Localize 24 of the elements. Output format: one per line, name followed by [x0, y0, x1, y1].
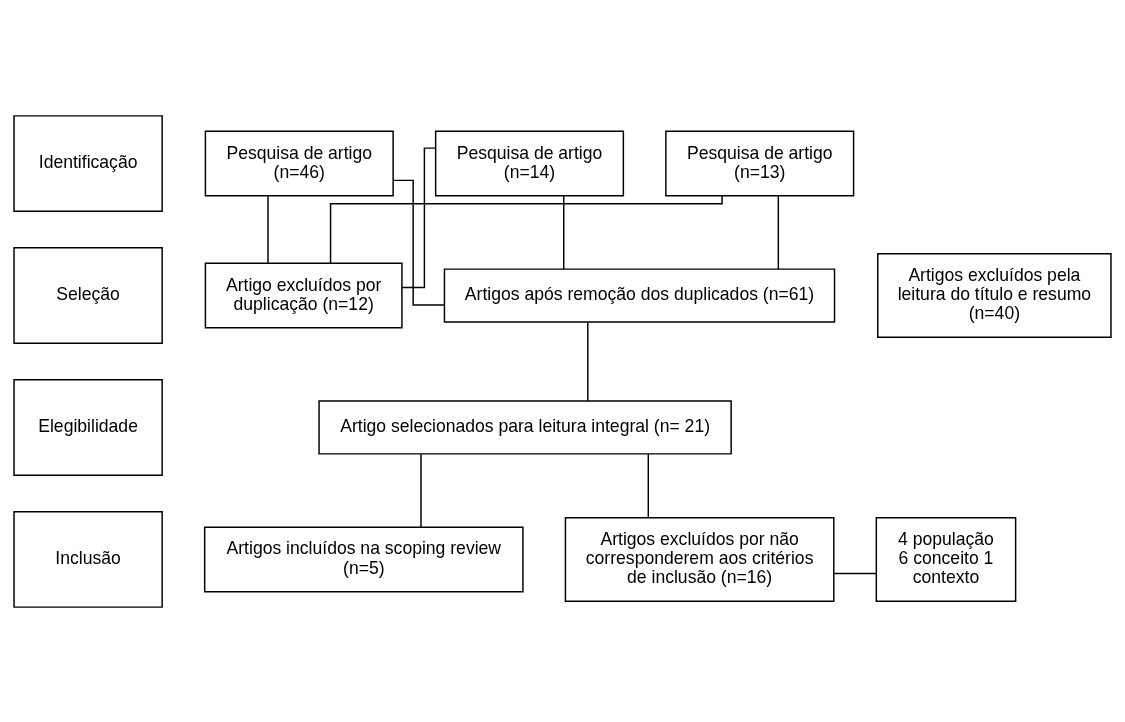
node-box: Pesquisa de artigo (n=14)	[434, 130, 625, 197]
node-box: Pesquisa de artigo (n=13)	[665, 130, 855, 197]
node-box: Pesquisa de artigo (n=46)	[204, 130, 394, 197]
connector	[647, 452, 650, 518]
connector	[401, 146, 436, 288]
node-box: Seleção	[13, 246, 163, 344]
connector	[587, 320, 589, 402]
node-box: Artigos excluídos pela leitura do título e resumo (n=40)	[877, 252, 1112, 338]
node-box: Elegibilidade	[13, 378, 163, 476]
node-box: 4 população 6 conceito 1 contexto	[875, 516, 1017, 602]
node-box: Identificação	[13, 114, 163, 212]
node-box: Artigo excluídos por duplicação (n=12)	[204, 262, 403, 328]
node-box: Artigo selecionados para leitura integral (n= 21)	[318, 399, 732, 455]
connector	[392, 179, 445, 306]
connector	[777, 194, 780, 270]
node-box: Artigos incluídos na scoping review (n=5)	[203, 525, 524, 592]
connector	[833, 572, 877, 574]
connector	[563, 194, 565, 270]
node-box: Artigos excluídos por não corresponderem aos critérios de inclusão (n=16)	[564, 516, 835, 602]
connector	[329, 194, 723, 264]
connector	[267, 194, 269, 264]
node-box: Artigos após remoção dos duplicados (n=61)	[443, 267, 836, 323]
node-box: Inclusão	[13, 510, 163, 608]
connector	[420, 452, 422, 528]
